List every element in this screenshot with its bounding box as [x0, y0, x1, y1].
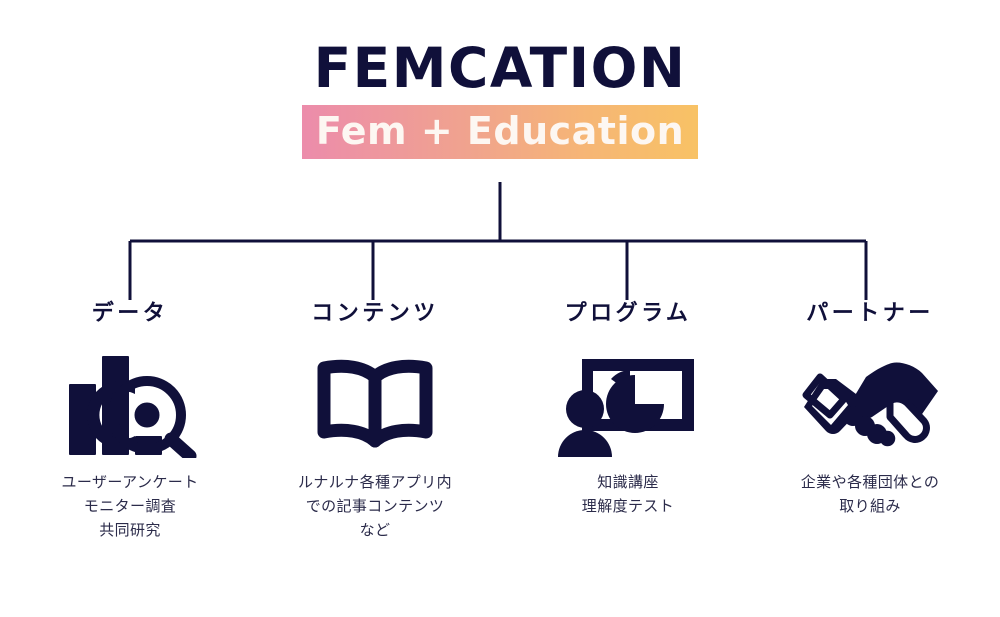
category-column-content: コンテンツ ルナルナ各種アプリ内 での記事コンテンツ など: [250, 300, 500, 542]
icon-slot-content: [250, 350, 500, 460]
tagline-text: Fem + Education: [315, 109, 685, 153]
category-title-content: コンテンツ: [311, 301, 439, 326]
logo-block: FEMCATION Fem + Education: [0, 38, 1000, 159]
category-title-partner: パートナー: [806, 301, 934, 326]
caption-line: 企業や各種団体との: [800, 473, 940, 491]
brand-wordmark: FEMCATION: [313, 36, 687, 100]
icon-slot-program: [503, 350, 753, 460]
category-caption-data: ユーザーアンケート モニター調査 共同研究: [5, 470, 255, 542]
icon-slot-data: [5, 350, 255, 460]
category-caption-program: 知識講座 理解度テスト: [503, 470, 753, 518]
bar-chart-magnifier-icon: [68, 356, 196, 458]
caption-line: モニター調査: [83, 497, 177, 515]
caption-line: など: [359, 521, 391, 539]
caption-line: 取り組み: [839, 497, 901, 515]
caption-line: 共同研究: [99, 521, 161, 539]
category-caption-partner: 企業や各種団体との 取り組み: [745, 470, 995, 518]
category-column-program: プログラム 知識講座 理解度テスト: [503, 300, 753, 518]
tagline-gradient-bar: Fem + Education: [301, 105, 699, 159]
category-column-partner: パートナー 企業や各種団体との 取り組み: [745, 300, 995, 518]
category-title-data: データ: [91, 301, 169, 326]
open-book-icon: [317, 359, 433, 447]
caption-line: での記事コンテンツ: [305, 497, 445, 515]
caption-line: 理解度テスト: [581, 497, 675, 515]
category-caption-content: ルナルナ各種アプリ内 での記事コンテンツ など: [250, 470, 500, 542]
caption-line: ユーザーアンケート: [61, 473, 199, 491]
presenter-pie-chart-board-icon: [558, 359, 694, 457]
handshake-icon: [802, 362, 938, 447]
caption-line: ルナルナ各種アプリ内: [297, 473, 452, 491]
category-title-program: プログラム: [564, 301, 692, 326]
caption-line: 知識講座: [597, 473, 659, 491]
category-column-data: データ ユーザーアンケート モニター調査 共同研究: [5, 300, 255, 542]
icon-slot-partner: [745, 350, 995, 460]
